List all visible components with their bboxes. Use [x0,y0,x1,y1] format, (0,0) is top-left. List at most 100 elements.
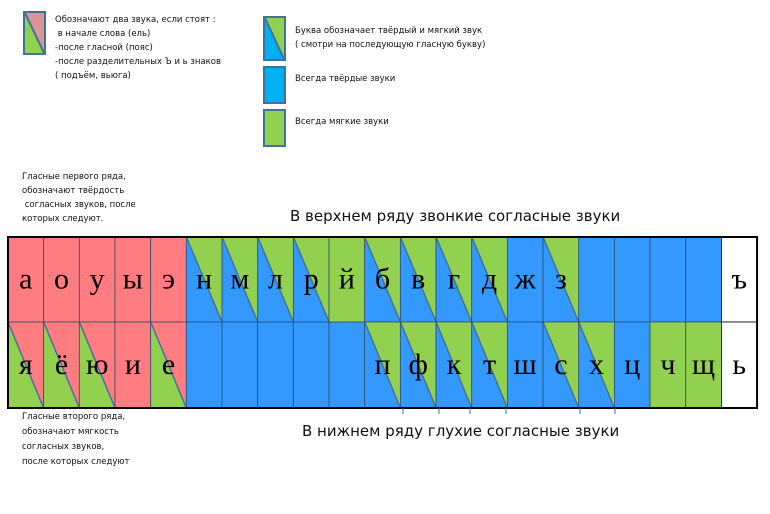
note-line: обозначают твёрдость [22,186,125,196]
cell-background [507,322,544,408]
cell-letter-ш: ш [514,348,537,381]
cell-letter-в: в [411,263,425,296]
heading-top-row: В верхнем ряду звонкие согласные звуки [290,207,621,225]
cell-letter-з: з [555,263,567,296]
cell-background [578,237,615,322]
cell-background [329,237,365,322]
note-line: согласных звуков, после [22,200,136,210]
cell-background [186,322,223,408]
legend-two-sounds-text: Обозначают два звука, если стоят : в нач… [55,13,221,83]
cell-background [43,237,80,322]
cell-diagonal [471,321,509,409]
cell-diagonal [149,321,188,409]
cell-diagonal [78,321,116,409]
cell-letter-ц: ц [624,348,640,381]
note-line: которых следуют. [22,214,104,224]
legend-always-soft-text: Всегда мягкие звуки [295,117,389,127]
cell-background [293,322,330,408]
cell-letter-ж: ж [514,263,536,296]
cell-letter-н: н [196,263,212,296]
cell-letter-е: е [162,348,175,381]
note-line: Гласные второго ряда, [22,412,126,422]
cell-letter-у: у [90,263,105,296]
note-line: после которых следуют [22,457,130,467]
cell-letter-а: а [19,263,32,296]
cell-diagonal [399,321,437,409]
cell-letter-х: х [589,348,604,381]
note-second-row-vowels: Гласные второго ряда, обозначают мягкост… [22,410,129,470]
cell-letter-г: г [448,263,460,296]
cell-letter-щ: щ [692,348,715,381]
cell-letter-л: л [268,263,283,296]
note-first-row-vowels: Гласные первого ряда, обозначают твёрдос… [22,170,136,226]
cell-letter-к: к [447,348,462,381]
cell-letter-й: й [339,263,355,296]
cell-diagonal [364,236,402,323]
legend-swatch-always-soft [263,109,286,147]
cell-background [507,237,544,322]
cell-background [721,322,758,408]
cell-background [115,322,151,408]
cell-diagonal [542,236,580,323]
cell-diagonal [42,321,81,409]
legend-swatch-hard-soft [263,16,286,61]
legend-always-hard-text: Всегда твёрдые звуки [295,74,396,84]
cell-diagonal [578,321,616,409]
legend-swatch-always-hard [263,66,286,104]
cell-letter-ё: ё [55,348,68,381]
cell-background [257,322,294,408]
cell-background [614,237,651,322]
cell-diagonal [292,236,330,323]
cell-letter-о: о [54,263,69,296]
cell-letter-р: р [304,263,319,296]
note-line: Гласные первого ряда, [22,172,126,182]
cell-letter-п: п [375,348,391,381]
cell-letter-т: т [483,348,496,381]
cell-diagonal [435,321,473,409]
cell-background [8,237,44,322]
legend-line: в начале слова (ель) [55,29,151,39]
cell-background [329,322,365,408]
cell-letter-ч: ч [660,348,675,381]
legend-hard-soft-text: Буква обозначает твёрдый и мягкий звук (… [295,24,485,52]
legend-line: Буква обозначает твёрдый и мягкий звук [295,26,483,36]
cell-background [79,237,116,322]
cell-letter-м: м [230,263,249,296]
legend-line: -после гласной (пояс) [55,43,153,53]
cell-diagonal [256,236,295,323]
cell-background [222,322,258,408]
cell-diagonal [399,236,437,323]
heading-bottom-row: В нижнем ряду глухие согласные звуки [302,422,620,440]
cell-diagonal [7,321,45,409]
cell-background [685,322,722,408]
cell-letter-я: я [19,348,33,381]
cell-background [614,322,651,408]
cell-diagonal [185,236,223,323]
cell-letter-ъ: ъ [731,263,747,296]
cell-background [150,237,187,322]
legend-line: Обозначают два звука, если стоят : [55,15,216,25]
cell-diagonal [364,321,402,409]
cell-diagonal [435,236,473,323]
cell-letter-б: б [375,263,390,296]
cell-letter-ь: ь [732,348,746,381]
grid-outline [7,236,759,409]
cell-background [650,322,686,408]
cell-letter-ю: ю [86,348,108,381]
note-line: обозначают мягкость [22,427,119,437]
cell-letter-ы: ы [123,263,143,296]
legend-line: -после разделительных Ъ и ь знаков [55,57,222,67]
cell-background [115,237,151,322]
legend-line: ( подъём, вьюга) [55,71,131,81]
cell-letter-д: д [482,263,497,296]
cell-letter-с: с [554,348,567,381]
legend-line: ( смотри на последующую гласную букву) [295,40,486,50]
cell-diagonal [221,236,259,323]
legend-swatch-two-sounds [23,11,46,55]
cell-letter-ф: ф [408,348,427,381]
cell-background [721,237,758,322]
cell-background [685,237,722,322]
cell-diagonal [471,236,509,323]
note-line: согласных звуков, [22,442,105,452]
